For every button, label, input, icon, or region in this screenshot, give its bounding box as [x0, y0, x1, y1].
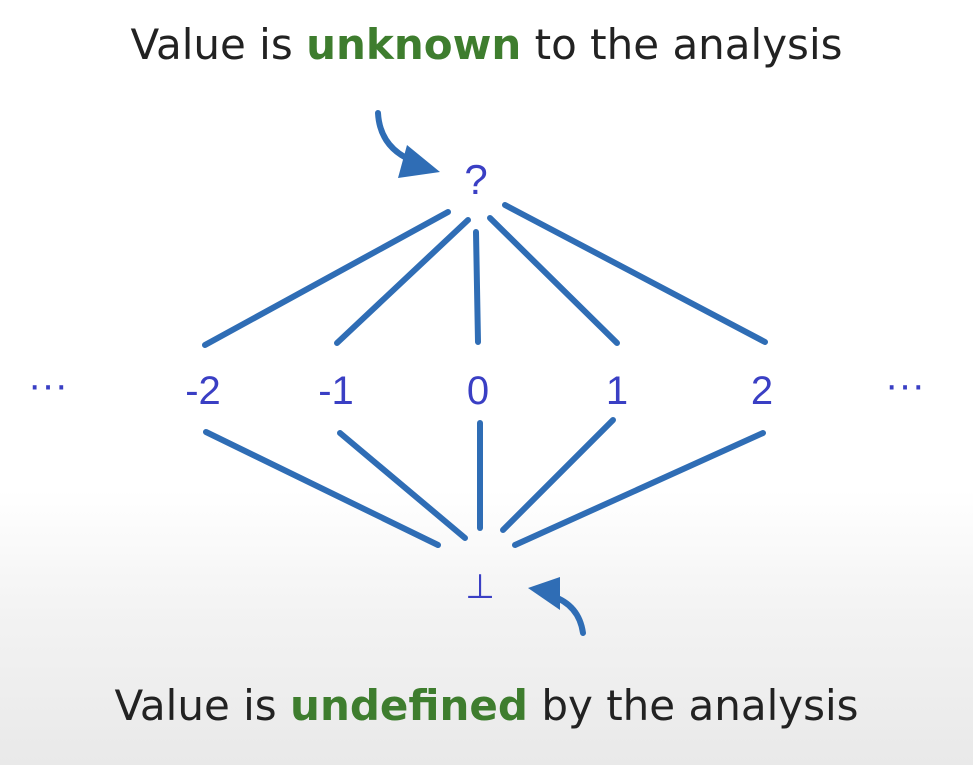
- edge-top-to-neg1: [334, 217, 471, 346]
- edge-1-to-bottom: [500, 417, 616, 533]
- bottom-node: ⊥: [465, 568, 495, 606]
- edges-top: [202, 202, 768, 348]
- arrow-to-bottom-head: [528, 577, 560, 610]
- arrow-to-top-head: [398, 145, 440, 178]
- top-node: ?: [464, 156, 487, 203]
- bottom-caption-highlight: undefined: [290, 681, 528, 730]
- edge-top-to-0: [473, 229, 481, 345]
- node-neg1: -1: [318, 369, 354, 413]
- edge-neg2-to-bottom: [203, 429, 441, 548]
- node-0: 0: [467, 369, 489, 413]
- bottom-caption: Value is undefined by the analysis: [0, 681, 973, 730]
- top-caption: Value is unknown to the analysis: [0, 20, 973, 69]
- top-caption-suffix: to the analysis: [521, 20, 843, 69]
- bottom-caption-suffix: by the analysis: [527, 681, 859, 730]
- edge-2-to-bottom: [512, 430, 766, 548]
- ellipsis-right: ···: [885, 363, 925, 407]
- ellipsis-left: ···: [28, 363, 68, 407]
- edge-neg1-to-bottom: [337, 430, 468, 541]
- edges-bottom: [203, 417, 766, 548]
- top-caption-highlight: unknown: [306, 20, 522, 69]
- edge-top-to-1: [487, 215, 620, 346]
- edge-top-to-2: [502, 202, 768, 345]
- bottom-caption-prefix: Value is: [114, 681, 291, 730]
- node-2: 2: [751, 369, 773, 413]
- edge-top-to-neg2: [202, 209, 451, 348]
- top-caption-prefix: Value is: [130, 20, 307, 69]
- node-neg2: -2: [185, 369, 221, 413]
- node-1: 1: [606, 369, 628, 413]
